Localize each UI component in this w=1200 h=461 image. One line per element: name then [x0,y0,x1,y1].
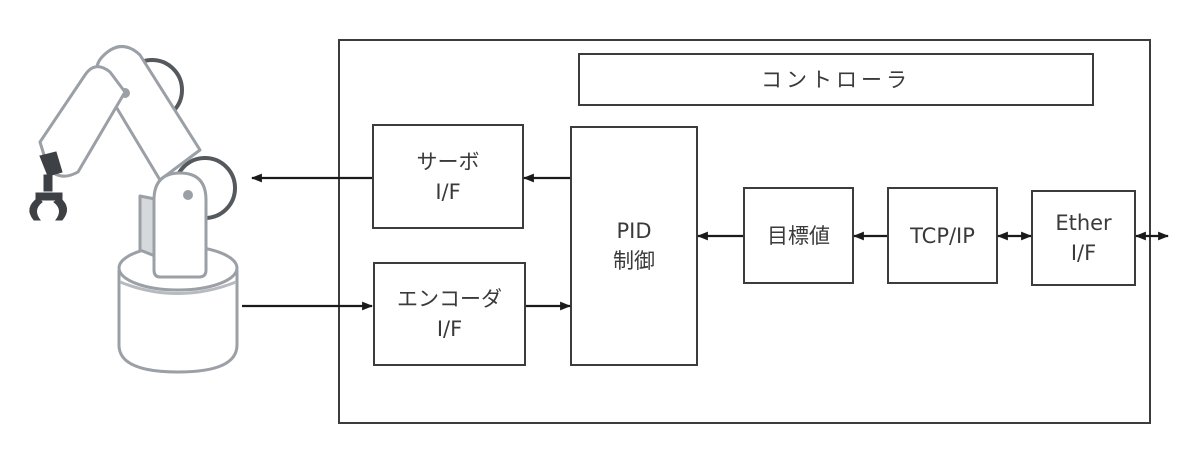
encoder-if-label-line1: エンコーダ [397,287,502,311]
servo-if-label-line2: I/F [435,179,461,204]
servo-if-block: サーボ I/F [372,124,524,229]
encoder-if-label-line2: I/F [436,317,463,341]
pid-label-line1: PID [616,219,652,243]
controller-title-box: コントローラ [578,53,1094,106]
target-value-label: 目標値 [767,223,830,248]
robot-lower-arm [152,171,208,279]
ether-if-label-line1: Ether [1055,211,1112,235]
target-value-block: 目標値 [743,187,854,284]
controller-title: コントローラ [761,67,911,92]
tcp-ip-block: TCP/IP [887,187,998,284]
controller-boundary [338,39,1151,424]
ether-if-label-line2: I/F [1070,241,1097,265]
tcp-ip-label: TCP/IP [910,223,975,248]
robot-gripper [29,151,67,221]
robot-base [117,270,239,374]
encoder-if-block: エンコーダ I/F [373,262,526,366]
pid-label-line2: 制御 [613,249,655,273]
robot-upper-arm [95,45,202,182]
servo-if-label-line1: サーボ [416,149,480,174]
pid-control-block: PID 制御 [570,126,698,366]
